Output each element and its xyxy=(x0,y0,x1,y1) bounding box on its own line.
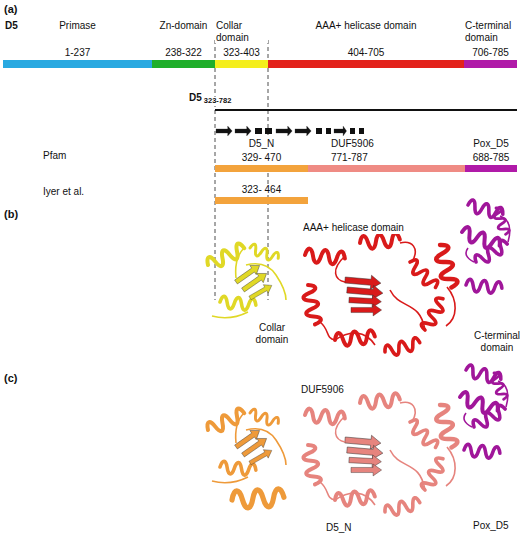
text-stack: Primase 1-237 xyxy=(3,20,152,58)
structure-label: C-terminal domain xyxy=(470,330,524,353)
construct-range: 323-782 xyxy=(203,97,233,106)
domain-segment: DUF5906 771-787 xyxy=(308,138,465,172)
panel-letter: (c) xyxy=(3,372,18,385)
text-stack: 323- 464 xyxy=(215,184,308,196)
source-name: Iyer et al. xyxy=(42,186,85,198)
residue-range: 329- 470 xyxy=(241,152,282,164)
domain-name: C-terminal domain xyxy=(464,20,517,43)
residue-range: 771-787 xyxy=(330,152,465,164)
text-stack: Zn-domain 238-322 xyxy=(152,20,215,58)
domain-bar xyxy=(215,60,268,68)
domain-bar xyxy=(3,60,152,68)
domain-name: D5_N xyxy=(248,138,276,150)
residue-range: 706-785 xyxy=(471,47,510,59)
structure-label: Collar domain xyxy=(246,322,298,345)
structure-label: DUF5906 xyxy=(300,384,345,396)
domain-name: Primase xyxy=(58,20,97,32)
text-stack: Collar domain 323-403 xyxy=(215,20,268,58)
domain-bar xyxy=(464,60,517,68)
domain-bar xyxy=(215,197,308,204)
domain-segment: Zn-domain 238-322 xyxy=(152,20,215,68)
construct-name: D5 xyxy=(188,92,203,104)
domain-name: Zn-domain xyxy=(159,20,209,32)
structure-label: D5_N xyxy=(325,522,353,534)
residue-range: 404-705 xyxy=(347,47,386,59)
residue-range: 1-237 xyxy=(64,47,92,59)
text-stack: D5_N 329- 470 xyxy=(215,138,308,163)
domain-bar xyxy=(152,60,215,68)
domain-segment: 323- 464 xyxy=(215,184,308,205)
protein-name: D5 xyxy=(4,20,19,32)
domain-name: Pox_D5 xyxy=(472,138,510,150)
domain-name: Collar domain xyxy=(215,20,268,43)
domain-name: DUF5906 xyxy=(330,138,465,150)
text-stack: Pox_D5 688-785 xyxy=(465,138,517,163)
structure-label: Pox_D5 xyxy=(472,520,510,532)
domain-segment: D5_N 329- 470 xyxy=(215,138,308,172)
domain-segment: C-terminal domain 706-785 xyxy=(464,20,517,68)
structure-label: AAA+ helicase domain xyxy=(302,222,405,234)
residue-range: 323-403 xyxy=(222,47,261,59)
panel-letter: (a) xyxy=(3,3,18,16)
domain-bar xyxy=(268,60,464,68)
domain-bar xyxy=(465,165,517,172)
domain-segment: Primase 1-237 xyxy=(3,20,152,68)
text-stack: AAA+ helicase domain 404-705 xyxy=(268,20,464,58)
domain-name: AAA+ helicase domain xyxy=(315,20,418,32)
source-name: Pfam xyxy=(42,150,67,162)
residue-range: 238-322 xyxy=(164,47,203,59)
residue-range: 688-785 xyxy=(472,152,511,164)
panel-letter: (b) xyxy=(3,208,19,221)
domain-name: 323- 464 xyxy=(241,184,282,196)
text-stack: DUF5906 771-787 xyxy=(308,138,465,163)
domain-bar xyxy=(308,165,465,172)
text-stack: C-terminal domain 706-785 xyxy=(464,20,517,58)
domain-bar xyxy=(215,165,308,172)
domain-segment: Pox_D5 688-785 xyxy=(465,138,517,172)
domain-segment: Collar domain 323-403 xyxy=(215,20,268,68)
domain-segment: AAA+ helicase domain 404-705 xyxy=(268,20,464,68)
